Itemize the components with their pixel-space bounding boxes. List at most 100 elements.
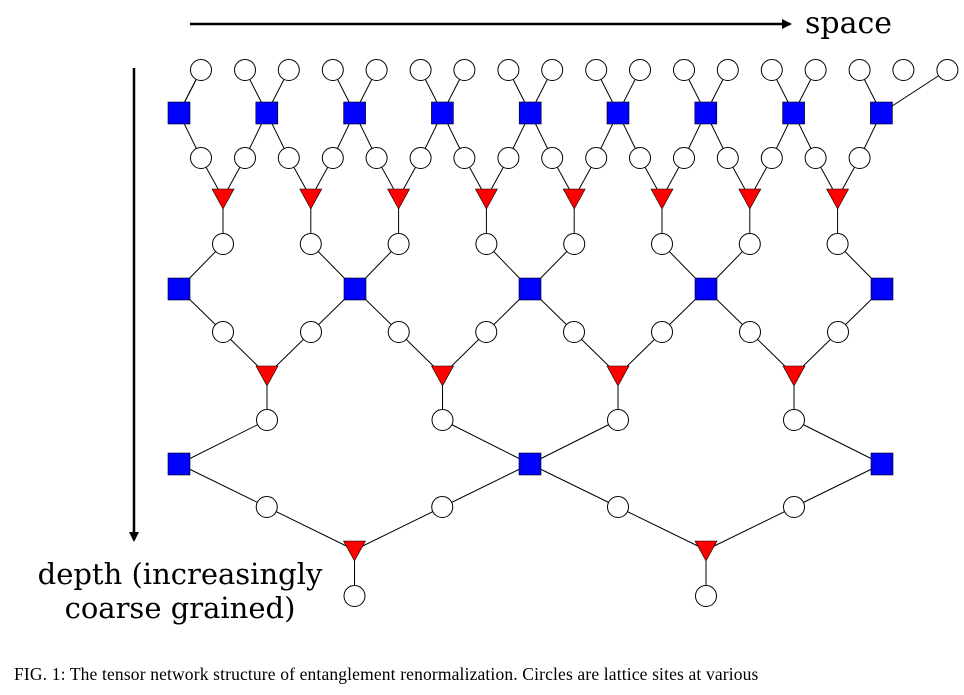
lattice-site [651, 233, 673, 255]
disentangler-square [343, 277, 367, 301]
lattice-site [475, 233, 498, 255]
lattice-site [453, 59, 476, 81]
lattice-site [453, 147, 476, 169]
edge [178, 463, 267, 508]
lattice-site [563, 321, 585, 343]
disentangler-square [518, 277, 542, 301]
lattice-site [300, 321, 322, 343]
isometry-triangle [255, 365, 279, 387]
lattice-site [256, 409, 278, 431]
lattice-site [234, 147, 256, 169]
lattice-site [651, 321, 673, 343]
isometry-triangle [211, 188, 235, 210]
disentangler-square [694, 101, 718, 125]
isometry-triangle [738, 188, 762, 210]
disentangler-square [167, 101, 191, 125]
lattice-site [673, 147, 695, 169]
edge [793, 463, 883, 508]
disentangler-square [167, 452, 191, 476]
disentangler-square [167, 277, 191, 301]
lattice-site [277, 147, 300, 169]
lattice-site [848, 147, 871, 169]
depth-label-line2: coarse grained) [65, 591, 296, 625]
lattice-site [431, 409, 454, 431]
disentangler-square [518, 101, 542, 125]
isometry-triangle [606, 365, 630, 387]
lattice-site [387, 233, 410, 255]
isometry-triangle [562, 188, 586, 210]
lattice-site [673, 59, 695, 81]
lattice-site [585, 147, 608, 169]
disentangler-square [694, 277, 718, 301]
edge [354, 506, 443, 551]
lattice-site [255, 496, 278, 518]
disentangler-square [518, 452, 542, 476]
lattice-site [783, 409, 805, 431]
lattice-site [190, 147, 212, 169]
lattice-site [629, 147, 651, 169]
isometry-triangle [387, 188, 411, 210]
lattice-site [760, 147, 783, 169]
lattice-site [783, 496, 805, 518]
edge [442, 419, 531, 465]
depth-label-line1: depth (increasingly [38, 557, 323, 591]
lattice-site [497, 147, 520, 169]
isometry-triangle [474, 188, 498, 210]
lattice-site [475, 321, 498, 343]
isometry-triangle [299, 188, 323, 210]
lattice-site [431, 496, 454, 518]
lattice-site [848, 59, 871, 81]
disentangler-square [870, 101, 893, 125]
lattice-site [409, 59, 432, 81]
isometry-triangle [694, 540, 718, 562]
lattice-site [541, 147, 564, 169]
lattice-site [826, 233, 849, 255]
lattice-site [607, 409, 629, 431]
network-nodes [167, 59, 959, 607]
lattice-site [234, 59, 256, 81]
lattice-site [695, 585, 717, 607]
lattice-site [190, 59, 212, 81]
disentangler-square [782, 101, 805, 125]
lattice-site [387, 321, 410, 343]
edge [793, 419, 883, 465]
disentangler-square [870, 452, 894, 476]
lattice-site [497, 59, 520, 81]
lattice-site [365, 147, 388, 169]
edge [529, 463, 619, 508]
edge [442, 463, 531, 508]
lattice-site [277, 59, 300, 81]
disentangler-square [431, 101, 454, 125]
lattice-site [738, 233, 761, 255]
edge [529, 419, 619, 465]
disentangler-square [343, 101, 366, 125]
lattice-site [827, 321, 849, 343]
lattice-site [212, 233, 234, 255]
disentangler-square [870, 277, 894, 301]
isometry-triangle [782, 365, 806, 387]
lattice-site [299, 233, 322, 255]
disentangler-square [255, 101, 279, 125]
lattice-site [541, 59, 564, 81]
lattice-site [804, 147, 827, 169]
lattice-site [936, 59, 959, 81]
lattice-site [321, 147, 344, 169]
lattice-site [365, 59, 388, 81]
lattice-site [212, 321, 234, 343]
isometry-triangle [650, 188, 674, 210]
lattice-site [607, 496, 629, 518]
lattice-site [716, 59, 739, 81]
lattice-site [321, 59, 344, 81]
lattice-site [716, 147, 739, 169]
isometry-triangle [342, 540, 367, 562]
lattice-site [892, 59, 915, 81]
lattice-site [585, 59, 608, 81]
space-label: space [805, 6, 892, 41]
edge [266, 506, 355, 551]
lattice-site [629, 59, 651, 81]
lattice-site [563, 233, 586, 255]
lattice-site [804, 59, 827, 81]
figure-caption: FIG. 1: The tensor network structure of … [14, 664, 759, 684]
edge [705, 506, 795, 551]
